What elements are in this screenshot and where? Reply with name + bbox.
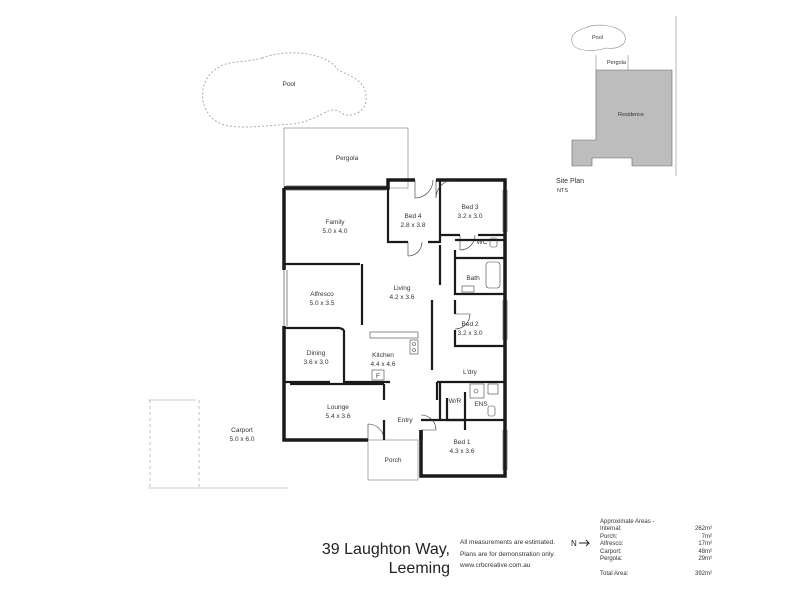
bed1-dim: 4.3 x 3.6: [450, 448, 475, 455]
areas-row-value: 29m²: [698, 556, 712, 562]
bed3-dim: 3.2 x 3.0: [458, 213, 483, 220]
areas-row-label: Alfresco:: [600, 541, 624, 547]
cooktop: [409, 339, 419, 355]
north-arrow: N: [568, 535, 591, 551]
areas-row-label: Porch:: [600, 533, 618, 540]
wc-toilet: [489, 237, 498, 248]
dining-label: Dining: [307, 350, 326, 357]
areas-row-label: Carport:: [600, 548, 622, 555]
pool-outline: [202, 52, 367, 128]
bath-tub: [485, 261, 501, 289]
areas-row: Porch: 7m²: [600, 534, 712, 542]
laundry-trough: [487, 383, 499, 395]
bed4-label: Bed 4: [405, 213, 422, 220]
family-dim: 5.0 x 4.0: [323, 228, 348, 235]
north-arrow-icon: N: [571, 539, 591, 548]
bath-vanity: [461, 285, 475, 293]
website-link[interactable]: www.crbcreative.com.au: [460, 562, 531, 569]
porch-outline: [367, 439, 419, 481]
ens-label: ENS: [474, 401, 488, 408]
areas-row-label: Internal:: [600, 526, 622, 532]
wr-label: W/R: [449, 398, 462, 405]
living-dim: 4.2 x 3.6: [390, 294, 415, 301]
areas-row: Pergola: 29m²: [600, 556, 712, 564]
ens-shower: [469, 383, 485, 399]
areas-total-row: Total Area: 392m²: [600, 570, 712, 578]
fridge-space: [371, 369, 385, 381]
wc-label: WC: [477, 239, 488, 246]
bed1-label: Bed 1: [454, 439, 471, 446]
fixtures: [369, 237, 501, 417]
door-swings: [367, 179, 476, 441]
site-plan-pool-outline: [571, 24, 626, 51]
areas-heading: Approximate Areas -: [600, 519, 655, 525]
lounge-dim: 5.4 x 3.6: [326, 413, 351, 420]
bed2-label: Bed 2: [462, 321, 479, 328]
pergola-label: Pergola: [336, 155, 359, 162]
areas-row-value: 7m²: [701, 533, 712, 540]
interior-walls: [284, 180, 505, 440]
address-line1: 39 Laughton Way,: [321, 541, 450, 558]
disclaimer: All measurements are estimated. Plans ar…: [460, 537, 580, 572]
kitchen-dim: 4.4 x 4.6: [371, 361, 396, 368]
bed3-label: Bed 3: [462, 204, 479, 211]
areas-row: Carport: 48m²: [600, 549, 712, 557]
site-plan: Pool Pergola Residence Site Plan NTS: [556, 16, 677, 194]
site-plan-pool-label: Pool: [592, 35, 603, 41]
site-plan-subtitle: NTS: [557, 188, 568, 194]
alfresco-dim: 5.0 x 3.5: [310, 300, 335, 307]
ldry-label: L'dry: [463, 369, 478, 376]
site-plan-residence: [571, 69, 673, 167]
alfresco-label: Alfresco: [310, 291, 334, 298]
bed2-dim: 3.2 x 3.0: [458, 330, 483, 337]
pool-label: Pool: [282, 81, 296, 88]
family-label: Family: [325, 219, 345, 226]
entry-label: Entry: [397, 417, 413, 424]
kitchen-bench: [369, 331, 419, 339]
areas-total-value: 392m²: [694, 570, 712, 577]
ens-toilet: [487, 405, 496, 417]
fridge-label: F: [376, 373, 380, 380]
porch-label: Porch: [385, 457, 402, 464]
room-labels: Family 5.0 x 4.0 Bed 4 2.8 x 3.8 Bed 3 3…: [304, 204, 489, 455]
areas-row: Internal: 262m²: [600, 526, 712, 534]
areas-table: Approximate Areas - Internal: 262m² Porc…: [600, 518, 712, 578]
carport-label: Carport: [231, 427, 253, 434]
dining-dim: 3.6 x 3.0: [304, 359, 329, 366]
carport-dim: 5.0 x 6.0: [230, 436, 255, 443]
bed4-dim: 2.8 x 3.8: [401, 222, 426, 229]
areas-row-label: Pergola:: [600, 556, 623, 562]
disclaimer-line2: Plans are for demonstration only.: [460, 550, 555, 558]
windows: [283, 185, 508, 470]
areas-total-label: Total Area:: [600, 570, 629, 577]
property-address: 39 Laughton Way, Leeming: [300, 540, 450, 578]
site-plan-pergola-label: Pergola: [607, 60, 627, 66]
bath-label: Bath: [466, 275, 480, 282]
address-line2: Leeming: [388, 560, 450, 577]
north-label: N: [571, 539, 577, 548]
kitchen-label: Kitchen: [372, 352, 394, 359]
lounge-label: Lounge: [327, 404, 349, 411]
site-plan-title: Site Plan: [556, 178, 584, 185]
site-plan-residence-label: Residence: [618, 112, 644, 118]
areas-row-value: 48m²: [698, 548, 712, 555]
disclaimer-line1: All measurements are estimated.: [460, 539, 556, 546]
areas-row-value: 17m²: [698, 541, 712, 547]
areas-row-value: 262m²: [694, 526, 712, 532]
living-label: Living: [394, 285, 411, 292]
areas-row: Alfresco: 17m²: [600, 541, 712, 549]
